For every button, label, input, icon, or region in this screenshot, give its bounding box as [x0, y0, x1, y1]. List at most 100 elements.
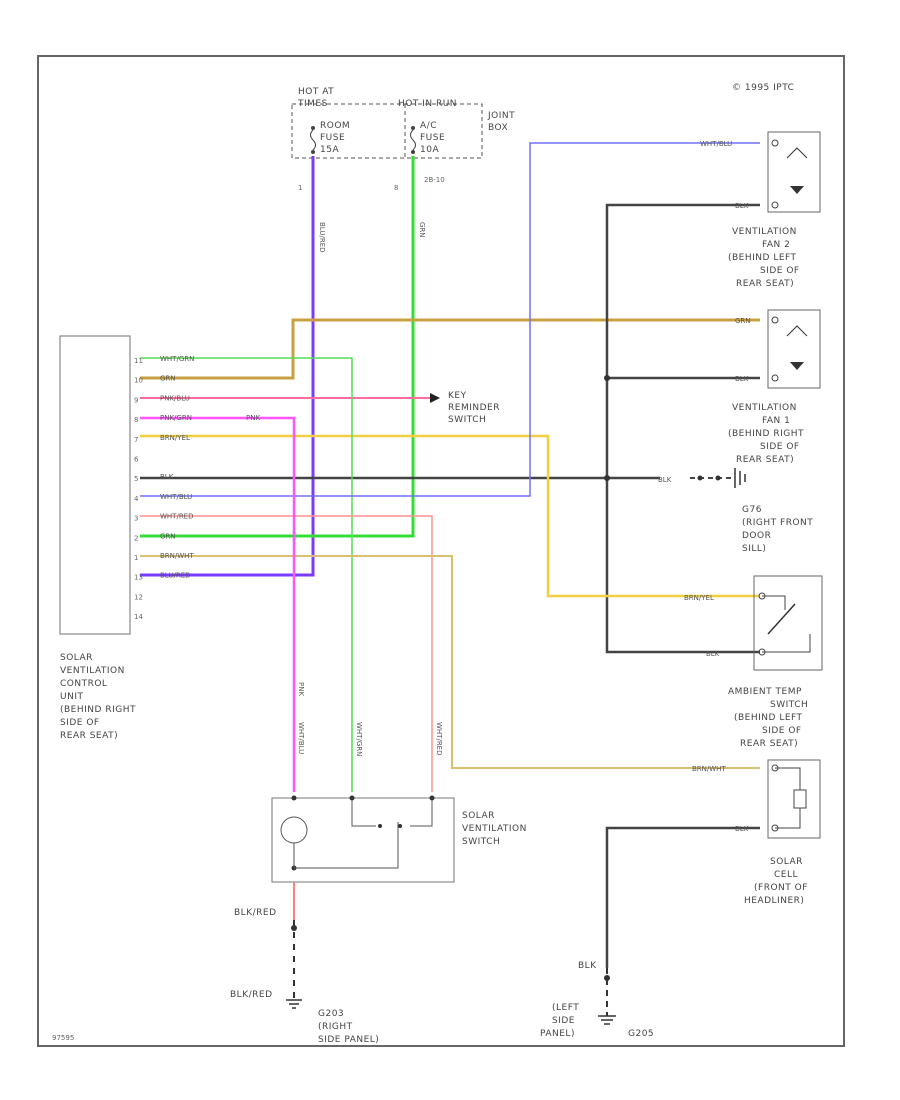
fan1-wire-bot: BLK	[735, 375, 749, 383]
solar-cell: BRN/WHT BLK SOLAR CELL (FRONT OF HEADLIN…	[692, 759, 821, 906]
bottom-grounds: BLK/RED BLK/RED G203 (RIGHT SIDE PANEL) …	[52, 882, 654, 1045]
cu-pin-number: 6	[134, 456, 139, 464]
copyright-text: © 1995 IPTC	[732, 83, 794, 93]
cu-pin-number: 7	[134, 436, 138, 444]
cu-pin-wire-label: PNK/BLU	[160, 394, 190, 402]
cu-label-4: UNIT	[60, 692, 83, 702]
cu-pin-number: 3	[134, 515, 138, 523]
cu-pin-wire-label: WHT/RED	[160, 513, 194, 521]
cu-pin-number: 13	[134, 574, 143, 582]
cu-pin-number: 8	[134, 416, 138, 424]
cu-pin-number: 9	[134, 396, 138, 404]
fan1-label-1: VENTILATION	[732, 403, 797, 413]
hot-at-line1: HOT AT	[298, 87, 334, 97]
room-fuse-line1: ROOM	[320, 121, 350, 131]
ambient-label-1: AMBIENT TEMP	[728, 687, 802, 697]
blk-red-2: BLK/RED	[230, 990, 273, 1000]
hot-in-run-text: HOT IN RUN	[398, 99, 457, 109]
cu-pin-wire-label: WHT/BLU	[160, 493, 192, 501]
fan1-label-5: REAR SEAT)	[736, 455, 794, 465]
cu-pin-number: 11	[134, 357, 143, 365]
cu-pin-number: 14	[134, 613, 143, 621]
left-side-line1: (LEFT	[552, 1003, 579, 1013]
wires	[140, 156, 760, 968]
g205-text: G205	[628, 1029, 654, 1039]
cu-pin-number: 10	[134, 377, 143, 385]
cu-pin-number: 4	[134, 495, 139, 503]
junction-dots	[604, 375, 610, 481]
room-fuse-line2: FUSE	[320, 133, 345, 143]
wire-label-blu-red-top: BLU/RED	[318, 222, 326, 253]
cu-label-3: CONTROL	[60, 679, 107, 689]
cu-label-7: REAR SEAT)	[60, 731, 118, 741]
joint-connector: 2B-10	[424, 176, 445, 184]
g203-line3: SIDE PANEL)	[318, 1035, 379, 1045]
footer-code: 97595	[52, 1034, 74, 1042]
cu-pin-wire-label: GRN	[160, 532, 176, 540]
blk-bottom: BLK	[578, 961, 597, 971]
fan1-label-2: FAN 1	[762, 416, 790, 426]
cu-pin-wire-label: BLU/RED	[160, 572, 191, 580]
ambient-label-3: (BEHIND LEFT	[734, 713, 803, 723]
fan2-label-5: REAR SEAT)	[736, 279, 794, 289]
g76-label-2: (RIGHT FRONT	[742, 518, 813, 528]
solar-switch-label-3: SWITCH	[462, 837, 500, 847]
cu-label-1: SOLAR	[60, 653, 93, 663]
solar-switch-wire-wht-red: WHT/RED	[435, 722, 443, 756]
cu-pin-wire-label: BLK	[160, 473, 174, 481]
solar-switch-label-2: VENTILATION	[462, 824, 527, 834]
ac-fuse-line2: FUSE	[420, 133, 445, 143]
room-fuse-line3: 15A	[320, 145, 339, 155]
fan1-wire-top: GRN	[735, 317, 751, 325]
cu-label-6: SIDE OF	[60, 718, 100, 728]
hot-at-line2: TIMES	[297, 99, 328, 109]
fan2-label-4: SIDE OF	[760, 266, 800, 276]
cu-pnk-tag: PNK	[246, 414, 260, 422]
cu-pin-number: 2	[134, 534, 138, 542]
thin-wires	[140, 142, 760, 792]
diagram-frame	[37, 55, 845, 1047]
solar-switch-label-1: SOLAR	[462, 811, 495, 821]
key-reminder-arrow	[430, 393, 440, 403]
fan2-label-3: (BEHIND LEFT	[728, 253, 797, 263]
joint-box-line1: JOINT	[487, 111, 515, 121]
joint-pin-right: 8	[394, 184, 398, 192]
solar-cell-wire-bot: BLK	[735, 825, 749, 833]
solar-switch-wire-wht-blu: WHT/BLU	[297, 722, 305, 754]
key-reminder-line1: KEY	[448, 391, 467, 401]
cu-pin-number: 1	[134, 554, 138, 562]
fan2-wire-top: WHT/BLU	[700, 140, 732, 148]
solar-cell-label-2: CELL	[774, 870, 798, 880]
solar-ventilation-switch: SOLAR VENTILATION SWITCH PNK WHT/BLU WHT…	[271, 682, 527, 883]
key-reminder-line3: SWITCH	[448, 415, 486, 425]
left-side-line3: PANEL)	[540, 1029, 575, 1039]
g76-label-1: G76	[742, 505, 762, 515]
ground-g76: BLK G76 (RIGHT FRONT DOOR SILL)	[658, 468, 813, 554]
ambient-wire-top: BRN/YEL	[684, 594, 714, 602]
g76-wire: BLK	[658, 476, 672, 484]
cu-pin-wire-label: PNK/GRN	[160, 414, 192, 422]
solar-switch-wire-wht-grn: WHT/GRN	[355, 722, 363, 756]
ambient-label-2: SWITCH	[770, 700, 808, 710]
fan2-label-1: VENTILATION	[732, 227, 797, 237]
joint-pin-left: 1	[298, 184, 302, 192]
g203-line2: (RIGHT	[318, 1022, 353, 1032]
joint-box: HOT AT TIMES HOT IN RUN ROOM FUSE 15A A/…	[291, 87, 515, 192]
ambient-wire-bot: BLK	[706, 650, 720, 658]
fan1-label-3: (BEHIND RIGHT	[728, 429, 804, 439]
blk-red-1: BLK/RED	[234, 908, 277, 918]
cu-pin-wire-label: GRN	[160, 375, 176, 383]
ventilation-fan-1: GRN BLK VENTILATION FAN 1 (BEHIND RIGHT …	[728, 309, 821, 465]
ambient-label-5: REAR SEAT)	[740, 739, 798, 749]
cu-pin-number: 5	[134, 475, 138, 483]
g76-label-4: SILL)	[742, 544, 766, 554]
joint-box-line2: BOX	[488, 123, 508, 133]
ac-fuse-line3: 10A	[420, 145, 439, 155]
ac-fuse-line1: A/C	[420, 121, 437, 131]
cu-label-5: (BEHIND RIGHT	[60, 705, 136, 715]
solar-cell-label-3: (FRONT OF	[754, 883, 808, 893]
cu-pin-wire-label: BRN/YEL	[160, 434, 190, 442]
cu-pin-wire-label: WHT/GRN	[160, 355, 194, 363]
